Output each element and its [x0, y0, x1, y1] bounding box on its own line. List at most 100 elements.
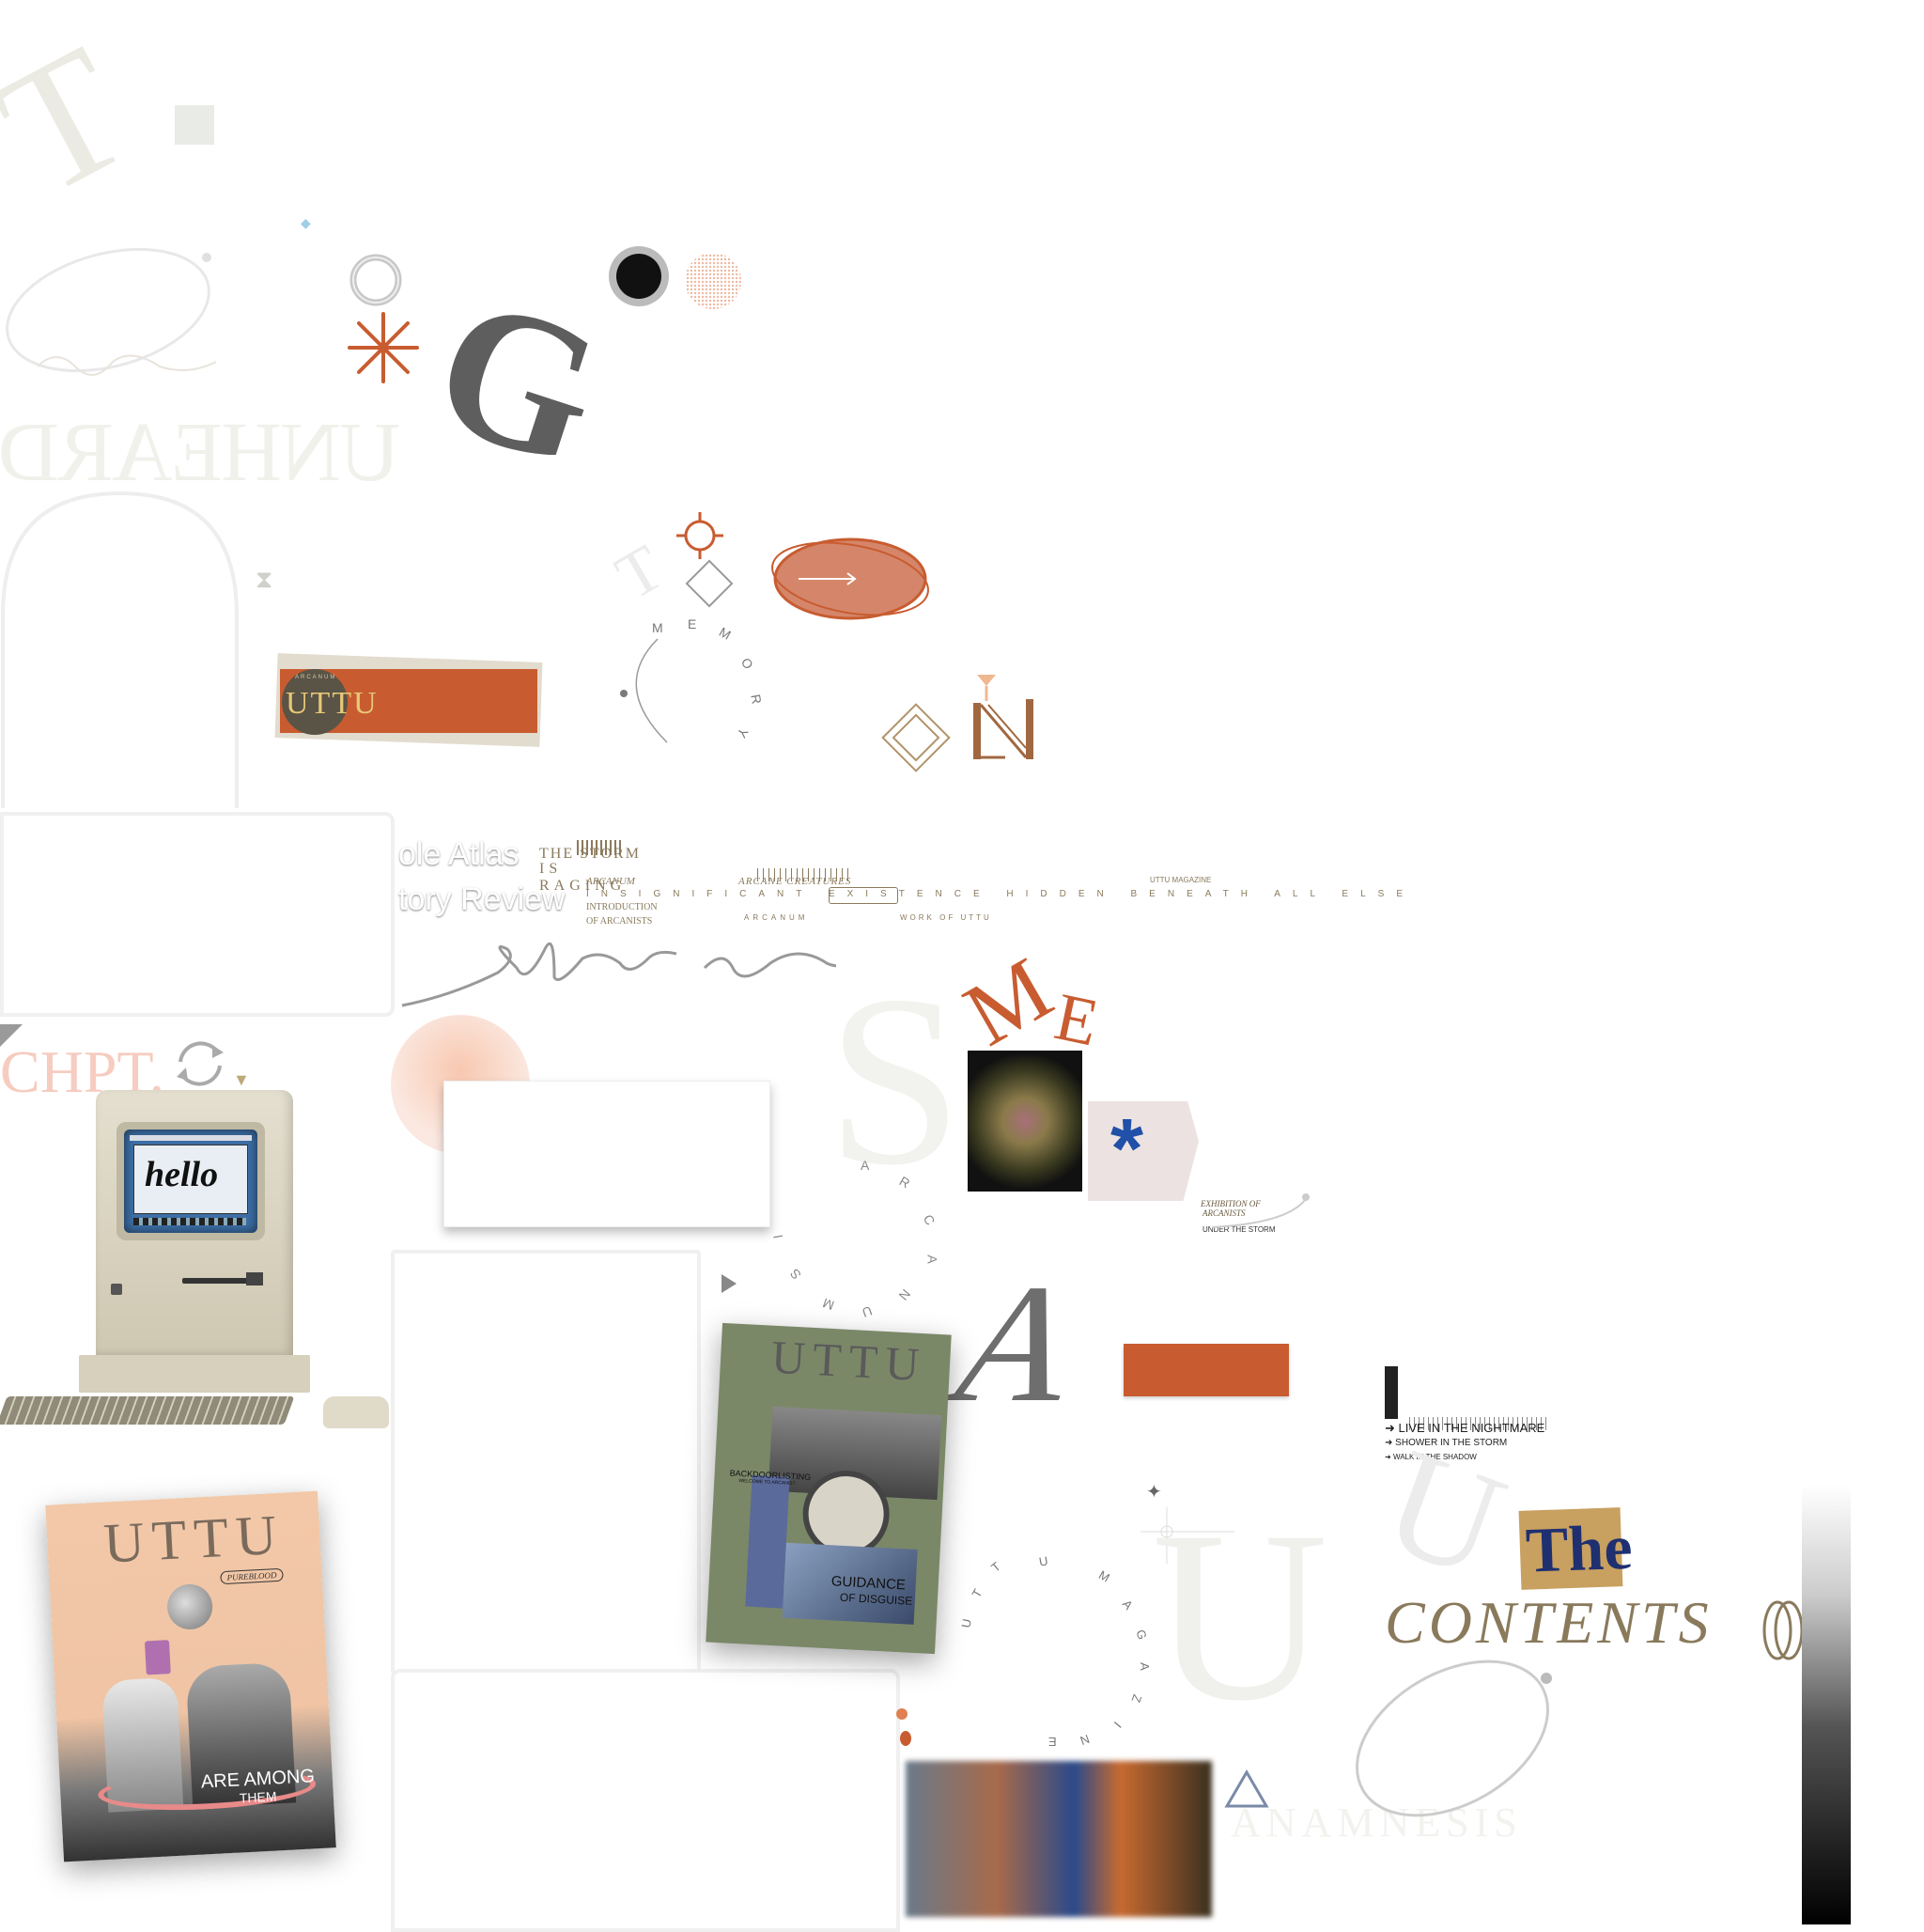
ticker-main-line: INSIGNIFICANT EXISTENCE HIDDEN BENEATH A…	[586, 889, 1415, 899]
big-a-letter: A	[923, 1250, 1115, 1437]
ticker-work: WORK OF UTTU	[900, 913, 992, 922]
grey-triangle-marker	[0, 1024, 23, 1047]
blue-asterisk-icon: *	[1110, 1102, 1144, 1196]
exhibition-line-3: UNDER THE STORM	[1202, 1225, 1276, 1234]
tiny-sparkle-icon: ◆	[301, 215, 311, 230]
arcanum-arc-letter-5: N	[895, 1285, 914, 1304]
ghost-arch	[1, 491, 239, 808]
memory-arc-guide	[620, 638, 668, 743]
exhibition-swoosh	[1211, 1193, 1310, 1228]
magazine-arc-letter-12: E	[1048, 1735, 1057, 1749]
peach-mag-planet	[165, 1582, 214, 1631]
orange-dot-icon-1	[896, 1708, 908, 1720]
sparkle-star-icon: ✦	[1146, 1482, 1162, 1503]
play-triangle-button[interactable]	[722, 1274, 737, 1293]
screen-dock	[133, 1218, 246, 1225]
peach-mag-caption-2: THEM	[239, 1788, 277, 1806]
magazine-arc-letter-8: A	[1137, 1662, 1152, 1671]
computer-mouse	[323, 1396, 389, 1428]
menu-item-1-label: LIVE IN THE NIGHTMARE	[1398, 1421, 1545, 1435]
double-diamond-icon	[881, 703, 951, 772]
ticker-intro-line-2: OF ARCANISTS	[586, 916, 653, 927]
starburst-icon	[348, 312, 419, 383]
exhibition-line-2: ARCANISTS	[1202, 1208, 1246, 1218]
peach-mag-badge: PUREBLOOD	[220, 1567, 284, 1585]
ticker-arcanum-label: ARCANUM	[586, 876, 635, 887]
exhibition-line-1: EXHIBITION OF	[1201, 1199, 1261, 1208]
magazine-arc-letter-5: M	[1095, 1567, 1112, 1585]
big-ghost-u: U	[1152, 1481, 1328, 1752]
memory-arc-letter-2: E	[688, 616, 697, 631]
blue-triangle-icon	[1224, 1769, 1269, 1808]
magazine-green[interactable]: UTTU BACKDOORLISTING WELCOME TO ARCANIST…	[706, 1322, 952, 1655]
orange-ellipse-arrow-button[interactable]	[761, 526, 939, 630]
ticker-creatures: ARCANE CREATURES	[738, 876, 852, 887]
storm-barcode	[577, 840, 624, 855]
storm-line-1: THE STORM	[539, 846, 641, 862]
uttu-badge[interactable]: ARCANUM UTTU	[274, 653, 545, 748]
computer-floppy-button	[246, 1272, 263, 1285]
the-text: The	[1524, 1510, 1634, 1586]
screen-hello-text: hello	[145, 1155, 219, 1194]
menu-item-3[interactable]: ➜ WALK IN THE SHADOW	[1385, 1453, 1477, 1461]
tall-empty-panel	[391, 1250, 701, 1675]
magazine-arc-letter-10: I	[1110, 1719, 1125, 1731]
menu-item-2[interactable]: ➜ SHOWER IN THE STORM	[1385, 1438, 1508, 1448]
menu-item-3-label: WALK IN THE SHADOW	[1392, 1453, 1477, 1461]
halftone-dot-icon	[685, 253, 741, 309]
asterisk-card: *	[1088, 1101, 1199, 1201]
memory-arc-letter-1: M	[652, 620, 663, 635]
exhibition-label: EXHIBITION OF ARCANISTS UNDER THE STORM	[1195, 1186, 1317, 1234]
arcanum-arc-letter-1: A	[861, 1158, 870, 1173]
arcanum-arc-letter-6: U	[860, 1302, 875, 1321]
diamond-outline-icon	[685, 559, 734, 608]
computer-floppy-slot	[182, 1278, 263, 1284]
menu-barcode	[1409, 1417, 1550, 1430]
computer-base	[79, 1355, 310, 1393]
orbit-ring-large	[1356, 1659, 1552, 1817]
ghost-orbit-ring	[6, 247, 217, 376]
orange-dot-icon-2	[900, 1731, 911, 1746]
lined-n-glyph-icon	[973, 675, 1033, 759]
menu-item-2-label: SHOWER IN THE STORM	[1395, 1438, 1508, 1448]
gold-funnel-icon: ▼	[233, 1070, 250, 1089]
computer-screen: hello	[124, 1130, 257, 1233]
magazine-arc-letter-7: G	[1133, 1628, 1150, 1642]
crosshair-thin-icon	[1140, 1507, 1234, 1564]
headline-line-2: tory Review	[398, 881, 566, 917]
peach-mag-gameboy	[144, 1640, 171, 1675]
orange-bar-button[interactable]	[1124, 1344, 1289, 1396]
menu-item-1[interactable]: ➜ LIVE IN THE NIGHTMARE	[1385, 1421, 1545, 1435]
headline-panel	[0, 812, 395, 1017]
signature-scribble	[401, 942, 836, 1007]
bottom-empty-panel	[391, 1669, 900, 1932]
big-g-letter: G	[411, 253, 626, 508]
ticker-intro-line-1: INTRODUCTION	[586, 902, 658, 912]
contents-title: CONTENTS	[1385, 1589, 1713, 1656]
grey-square	[175, 105, 214, 145]
magazine-arc-letter-1: U	[958, 1617, 974, 1629]
gradient-edge-strip	[1802, 1485, 1851, 1924]
magazine-peach[interactable]: UTTU PUREBLOOD ARE AMONG THEM	[45, 1490, 336, 1862]
arcanum-arc-letter-9: I	[769, 1233, 786, 1240]
fuzzy-texture-tile	[968, 1051, 1082, 1192]
green-mag-brand: UTTU	[769, 1330, 928, 1392]
screen-window	[133, 1145, 248, 1214]
magazine-arc-letter-4: U	[1037, 1553, 1049, 1569]
arcanum-arc-letter-7: M	[820, 1295, 837, 1314]
peach-mag-brand: UTTU	[101, 1503, 286, 1575]
big-ghost-s: S	[827, 945, 963, 1216]
refresh-cycle-icon	[177, 1041, 224, 1086]
menu-list: ➜ LIVE IN THE NIGHTMARE ➜ SHOWER IN THE …	[1385, 1421, 1591, 1468]
white-info-card[interactable]	[443, 1081, 770, 1227]
arcanum-arc-letter-4: A	[924, 1254, 940, 1264]
big-ghost-t: T	[0, 8, 159, 234]
magazine-arc-letter-9: Z	[1128, 1692, 1145, 1705]
crosshair-target-icon	[676, 512, 723, 559]
ring-icon	[349, 254, 402, 306]
hourglass-icon: ⧗	[256, 565, 273, 593]
badge-circle	[282, 669, 348, 735]
magazine-arc-letter-6: A	[1119, 1597, 1136, 1613]
badge-brand-text: UTTU	[286, 686, 379, 721]
headline-line-1: ole Atlas	[398, 836, 520, 872]
